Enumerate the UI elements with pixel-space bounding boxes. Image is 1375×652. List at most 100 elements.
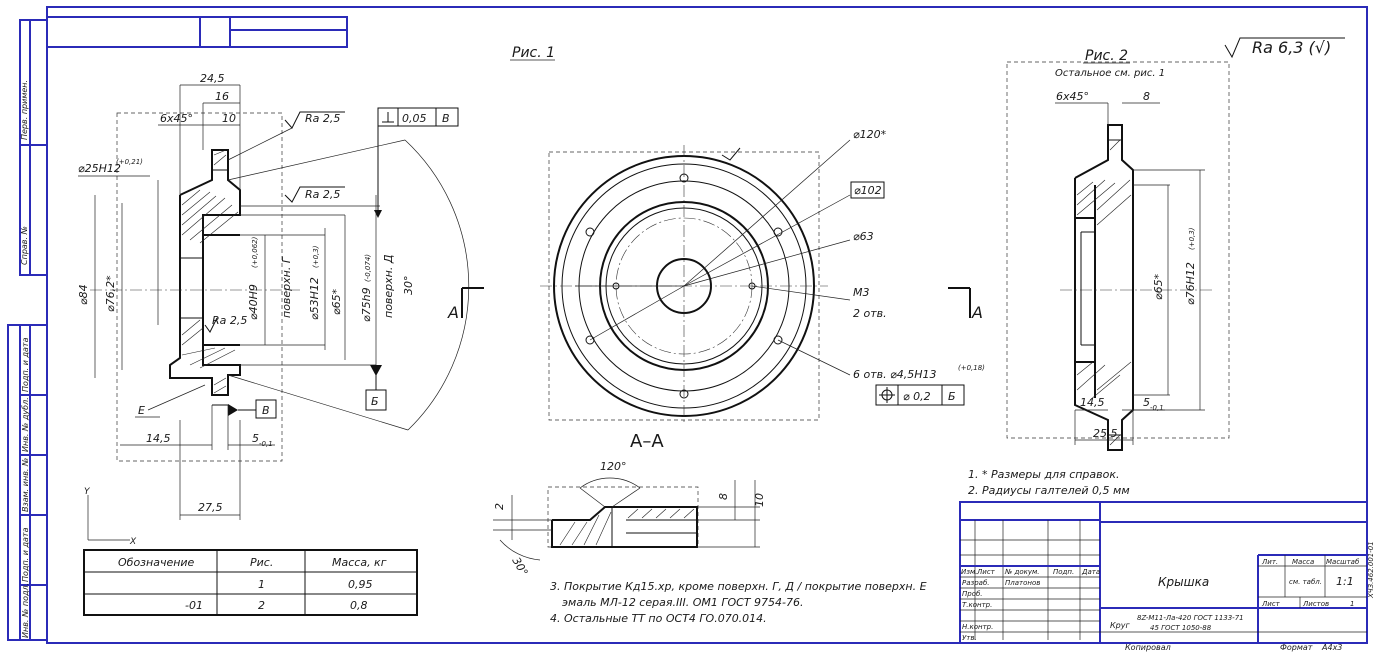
dim-16: 16 bbox=[215, 90, 229, 103]
dim-d25-tol: (+0,21) bbox=[116, 158, 143, 166]
variants-row2-mass: 0,8 bbox=[350, 599, 368, 612]
detail-angle-120: 120° bbox=[600, 460, 627, 473]
tb-data: Дата bbox=[1081, 568, 1100, 576]
datum-v: В bbox=[262, 404, 270, 417]
detail-dim-8: 8 bbox=[717, 493, 730, 500]
surface-e: Е bbox=[138, 404, 145, 417]
tb-sheet-label: Лист bbox=[1261, 600, 1281, 608]
ra-25-low: Ra 2,5 bbox=[212, 314, 247, 327]
tb-list: Лист bbox=[976, 568, 996, 576]
dim-d25: ⌀25H12 bbox=[78, 162, 121, 175]
thread-count: 2 отв. bbox=[853, 307, 887, 320]
dim-chamfer: 6х45° bbox=[160, 112, 193, 125]
tb-sheets-label: Листов bbox=[1302, 600, 1329, 608]
detail-dim-10: 10 bbox=[753, 493, 766, 507]
variants-row2-fig: 2 bbox=[258, 599, 265, 612]
tb-prob: Проб. bbox=[962, 590, 983, 598]
tb-izm: Изм. bbox=[961, 568, 977, 576]
dim-10: 10 bbox=[222, 112, 236, 125]
ra-25-mid: Ra 2,5 bbox=[305, 188, 340, 201]
datum-b-box bbox=[365, 389, 387, 411]
axis-x-label: X bbox=[129, 537, 137, 547]
dim-d65: ⌀65* bbox=[330, 288, 343, 315]
tb-col-scale: Масштаб bbox=[1326, 558, 1360, 566]
strip-podp-data-2: Подп. и дата bbox=[21, 527, 30, 582]
holes-tol: (+0,18) bbox=[958, 364, 985, 372]
section-aa-view bbox=[540, 139, 851, 425]
perp-tol-value: 0,05 bbox=[402, 112, 427, 125]
strip-podp-data-1: Подп. и дата bbox=[21, 337, 30, 392]
detail-view bbox=[493, 477, 760, 561]
note-3b: эмаль МЛ-12 серая.III. ОМ1 ГОСТ 9754-76. bbox=[562, 596, 803, 609]
tb-col-lit: Лит. bbox=[1261, 558, 1278, 566]
fig2-view bbox=[1006, 61, 1230, 451]
dim-angle-30: 30° bbox=[402, 276, 415, 296]
dim-d120: ⌀120* bbox=[853, 128, 887, 141]
variants-table: Обозначение Рис. Масса, кг 1 0,95 -01 2 … bbox=[83, 549, 418, 616]
variants-header-designation: Обозначение bbox=[118, 556, 195, 569]
variants-row2-designation: -01 bbox=[185, 599, 203, 612]
tb-razrab: Разраб. bbox=[962, 579, 990, 587]
fig2-dim-5-tol: -0,1 bbox=[1150, 404, 1164, 412]
tb-side-code: ХЧЗ.462.001-01 bbox=[1367, 541, 1375, 599]
pos-tol-value: ⌀ 0,2 bbox=[903, 390, 931, 403]
fig2-note: Остальное см. рис. 1 bbox=[1055, 68, 1165, 79]
detail-dim-2: 2 bbox=[493, 503, 506, 510]
fig2-title: Рис. 2 bbox=[1085, 48, 1128, 64]
perp-tolerance-frame: 0,05 В bbox=[374, 107, 459, 218]
fig2-dim-25-5: 25,5 bbox=[1093, 427, 1118, 440]
tb-docum: № докум. bbox=[1004, 568, 1040, 576]
section-mark-right: А bbox=[971, 303, 983, 322]
holes-label: 6 отв. ⌀4,5H13 bbox=[853, 368, 937, 381]
title-block: Изм. Лист № докум. Подп. Дата Разраб. Пл… bbox=[959, 501, 1375, 652]
dim-27-5: 27,5 bbox=[198, 501, 223, 514]
strip-inv-podl: Инв. № подл. bbox=[21, 583, 30, 638]
dim-d53-tol: (+0,3) bbox=[312, 245, 320, 268]
tb-podp: Подп. bbox=[1053, 568, 1074, 576]
dim-d75: ⌀75h9 bbox=[360, 287, 373, 322]
dim-d76-2: ⌀76,2* bbox=[104, 275, 117, 312]
surface-g-label: поверхн. Г bbox=[280, 256, 293, 318]
section-title: А–А bbox=[630, 431, 664, 452]
dim-d102: ⌀102 bbox=[854, 184, 882, 197]
datum-b: Б bbox=[371, 395, 379, 408]
perp-tol-datum: В bbox=[442, 112, 450, 125]
surface-d-label: поверхн. Д bbox=[382, 254, 395, 318]
dim-d84: ⌀84 bbox=[77, 284, 90, 305]
datum-v-box bbox=[255, 399, 277, 419]
tb-copied: Копировал bbox=[1125, 643, 1171, 652]
section-marker-right: А bbox=[948, 287, 983, 322]
strip-vzam-inv: Взам. инв. № bbox=[21, 458, 30, 512]
variants-header-fig: Рис. bbox=[250, 556, 273, 569]
roughness-general-text: Ra 6,3 (√) bbox=[1252, 38, 1331, 57]
tb-scale-value: 1:1 bbox=[1336, 575, 1354, 588]
tb-format-value: А4х3 bbox=[1321, 643, 1342, 652]
section-marker-left: А bbox=[447, 287, 484, 322]
tb-sheets-value: 1 bbox=[1350, 600, 1354, 608]
dim-d63: ⌀63 bbox=[853, 230, 874, 243]
fig1-view: 24,5 16 10 6х45° Ra 2,5 Ra 2,5 Ra 2,5 0,… bbox=[77, 72, 470, 520]
tb-format-label: Формат bbox=[1280, 643, 1313, 652]
fig2-dim-d65: ⌀65* bbox=[1152, 273, 1165, 300]
note-2: 2. Радиусы галтелей 0,5 мм bbox=[968, 484, 1130, 497]
strip-sprav: Справ. № bbox=[20, 226, 29, 265]
dim-5-tol: -0,1 bbox=[259, 440, 273, 448]
dim-d40-tol: (+0,062) bbox=[251, 236, 259, 268]
pos-tol-datum: Б bbox=[948, 390, 956, 403]
dim-d75-tol: (-0,074) bbox=[364, 254, 372, 282]
detail-angle-30: 30° bbox=[509, 555, 530, 578]
tb-mass-value: см. табл. bbox=[1289, 578, 1322, 586]
dim-d40: ⌀40H9 bbox=[247, 284, 260, 320]
general-roughness: Ra 6,3 (√) bbox=[1224, 37, 1345, 59]
fig2-chamfer: 6х45° bbox=[1056, 90, 1089, 103]
variants-row1-fig: 1 bbox=[258, 578, 265, 591]
dim-24-5: 24,5 bbox=[200, 72, 225, 85]
strip-perv-primen: Перв. примен. bbox=[20, 80, 29, 140]
fig1-title: Рис. 1 bbox=[512, 45, 555, 61]
tb-razrab-name: Платонов bbox=[1005, 579, 1040, 587]
fig1-hatch bbox=[181, 149, 239, 394]
note-4: 4. Остальные ТТ по ОСТ4 ГО.070.014. bbox=[550, 612, 767, 625]
axis-y-label: Y bbox=[84, 487, 91, 497]
left-strip: Перв. примен. Справ. № Подп. и дата Инв.… bbox=[7, 19, 48, 641]
note-3: 3. Покрытие Кд15.хр, кроме поверхн. Г, Д… bbox=[550, 580, 927, 593]
